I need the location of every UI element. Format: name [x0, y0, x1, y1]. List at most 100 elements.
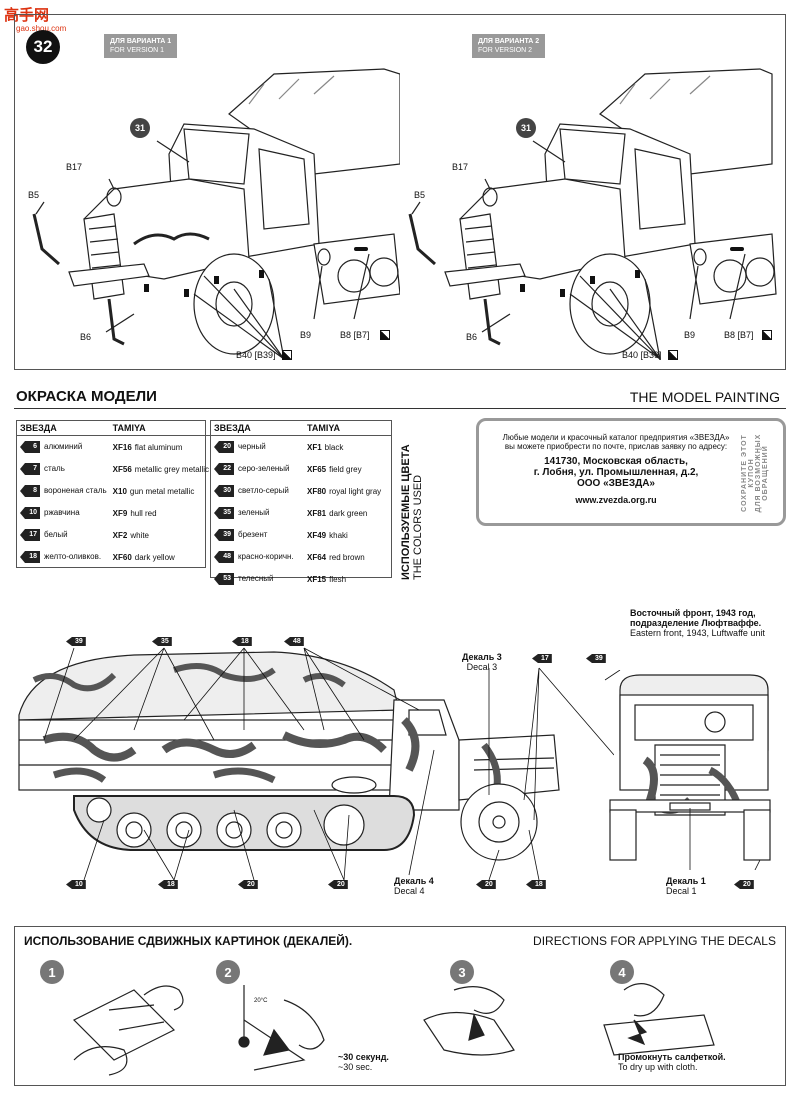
- version-1-en: FOR VERSION 1: [110, 47, 165, 54]
- paint-number-star-icon: 17: [20, 529, 40, 541]
- part-b8-label: B8 [B7]: [724, 330, 754, 340]
- paint-number-star-icon: 30: [214, 485, 234, 497]
- zvezda-color-name: черный: [238, 442, 266, 452]
- mirror-symmetric-icon: [282, 350, 292, 360]
- paint-number-star-icon: 20: [214, 441, 234, 453]
- mirror-symmetric-icon: [380, 330, 390, 340]
- version-1-badge: ДЛЯ ВАРИАНТА 1 FOR VERSION 1: [104, 34, 178, 58]
- version-2-ru: ДЛЯ ВАРИАНТА 2: [478, 38, 540, 45]
- zvezda-color-name: вороненая сталь: [44, 486, 107, 496]
- logo-text: 高手网: [4, 7, 50, 24]
- unit-ru-line-2: подразделение Люфтваффе.: [630, 618, 762, 628]
- part-b8-label: B8 [B7]: [340, 330, 370, 340]
- part-b5-label: B5: [414, 190, 426, 200]
- tamiya-color-name: black: [324, 442, 344, 452]
- version-1-ru: ДЛЯ ВАРИАНТА 1: [110, 38, 172, 45]
- tamiya-color-name: flesh: [329, 574, 347, 584]
- decal-4-label: Декаль 4 Decal 4: [394, 876, 434, 896]
- painting-title-ru: ОКРАСКА МОДЕЛИ: [16, 388, 157, 405]
- step-4-badge: 4: [610, 960, 634, 984]
- tamiya-code: XF15: [307, 574, 327, 584]
- part-b40-label: B40 [B39]: [622, 350, 662, 360]
- coupon-line-1: СОХРАНИТЕ ЭТОТ: [741, 434, 748, 512]
- zvezda-color-name: алюминий: [44, 442, 83, 452]
- part-b5-label: B5: [28, 190, 40, 200]
- colors-used-label: ИСПОЛЬЗУЕМЫЕ ЦВЕТА THE COLORS USED: [400, 420, 424, 580]
- temperature-label: 20°C: [254, 998, 268, 1004]
- order-coupon-box: Любые модели и красочный каталог предпри…: [476, 418, 786, 526]
- zvezda-color-name: светло-серый: [238, 486, 289, 496]
- zvezda-color-name: серо-зеленый: [238, 464, 290, 474]
- step-3-badge: 3: [450, 960, 474, 984]
- logo-subtext: gao.shou.com: [16, 24, 67, 33]
- tamiya-code: XF56: [112, 464, 132, 474]
- zvezda-color-name: красно-коричн.: [238, 552, 294, 562]
- color-tag-39-front: 39: [586, 654, 606, 663]
- decal-4-en: Decal 4: [394, 886, 425, 896]
- version-2-en: FOR VERSION 2: [478, 47, 533, 54]
- version-2-panel: ДЛЯ ВАРИАНТА 2 FOR VERSION 2: [400, 14, 786, 370]
- tamiya-color-name: field grey: [329, 464, 362, 474]
- coupon-line-2: КУПОН: [748, 458, 755, 488]
- color-tag-20: 20: [238, 880, 258, 889]
- tamiya-code: X10: [112, 486, 127, 496]
- dry-ru: Промокнуть салфеткой.: [618, 1052, 726, 1062]
- part-b9-label: B9: [300, 330, 312, 340]
- color-tag-10: 10: [66, 880, 86, 889]
- tamiya-code: XF2: [112, 530, 128, 540]
- decal-3-en: Decal 3: [466, 662, 498, 672]
- zvezda-color-name: телесный: [238, 574, 274, 584]
- order-line-2: вы можете приобрести по почте, прислав з…: [504, 442, 728, 451]
- color-tag-20-wheel: 20: [476, 880, 496, 889]
- color-tag-18-tracks: 18: [158, 880, 178, 889]
- paint-number-star-icon: 6: [20, 441, 40, 453]
- decal-4-ru: Декаль 4: [394, 876, 434, 886]
- tamiya-color-name: dark green: [329, 508, 368, 518]
- part-b6-label: B6: [80, 332, 92, 342]
- tamiya-code: XF16: [112, 442, 132, 452]
- decal-steps-illustration: [72, 983, 715, 1076]
- site-watermark-logo: 高手网 gao.shou.com: [4, 4, 74, 36]
- zvezda-header: ЗВЕЗДА: [211, 421, 304, 436]
- order-line-1: Любые модели и красочный каталог предпри…: [502, 433, 730, 442]
- truck-side-view-drawing: [18, 647, 614, 881]
- part-b9-label: B9: [684, 330, 696, 340]
- zvezda-color-name: брезент: [238, 530, 268, 540]
- order-address-1: 141730, Московская область,: [544, 456, 688, 467]
- tamiya-code: XF80: [307, 486, 327, 496]
- decal-1-ru: Декаль 1: [666, 876, 706, 886]
- tamiya-code: XF9: [112, 508, 128, 518]
- color-tag-48: 48: [284, 637, 304, 646]
- soak-time-en: ~30 sec.: [338, 1062, 373, 1072]
- truck-front-drawing-v1: [32, 68, 400, 360]
- tamiya-header: TAMIYA: [109, 421, 213, 436]
- color-tag-18-wheel: 18: [526, 880, 546, 889]
- truck-front-drawing-v2: [408, 68, 777, 360]
- part-31-callout: 31: [516, 118, 536, 138]
- decal-1-en: Decal 1: [666, 886, 697, 896]
- tamiya-code: XF49: [307, 530, 327, 540]
- color-tag-20-rear: 20: [328, 880, 348, 889]
- soak-time-ru: ~30 секунд.: [338, 1052, 389, 1062]
- unit-ru-line-1: Восточный фронт, 1943 год,: [630, 608, 756, 618]
- unit-description: Восточный фронт, 1943 год, подразделение…: [630, 608, 765, 638]
